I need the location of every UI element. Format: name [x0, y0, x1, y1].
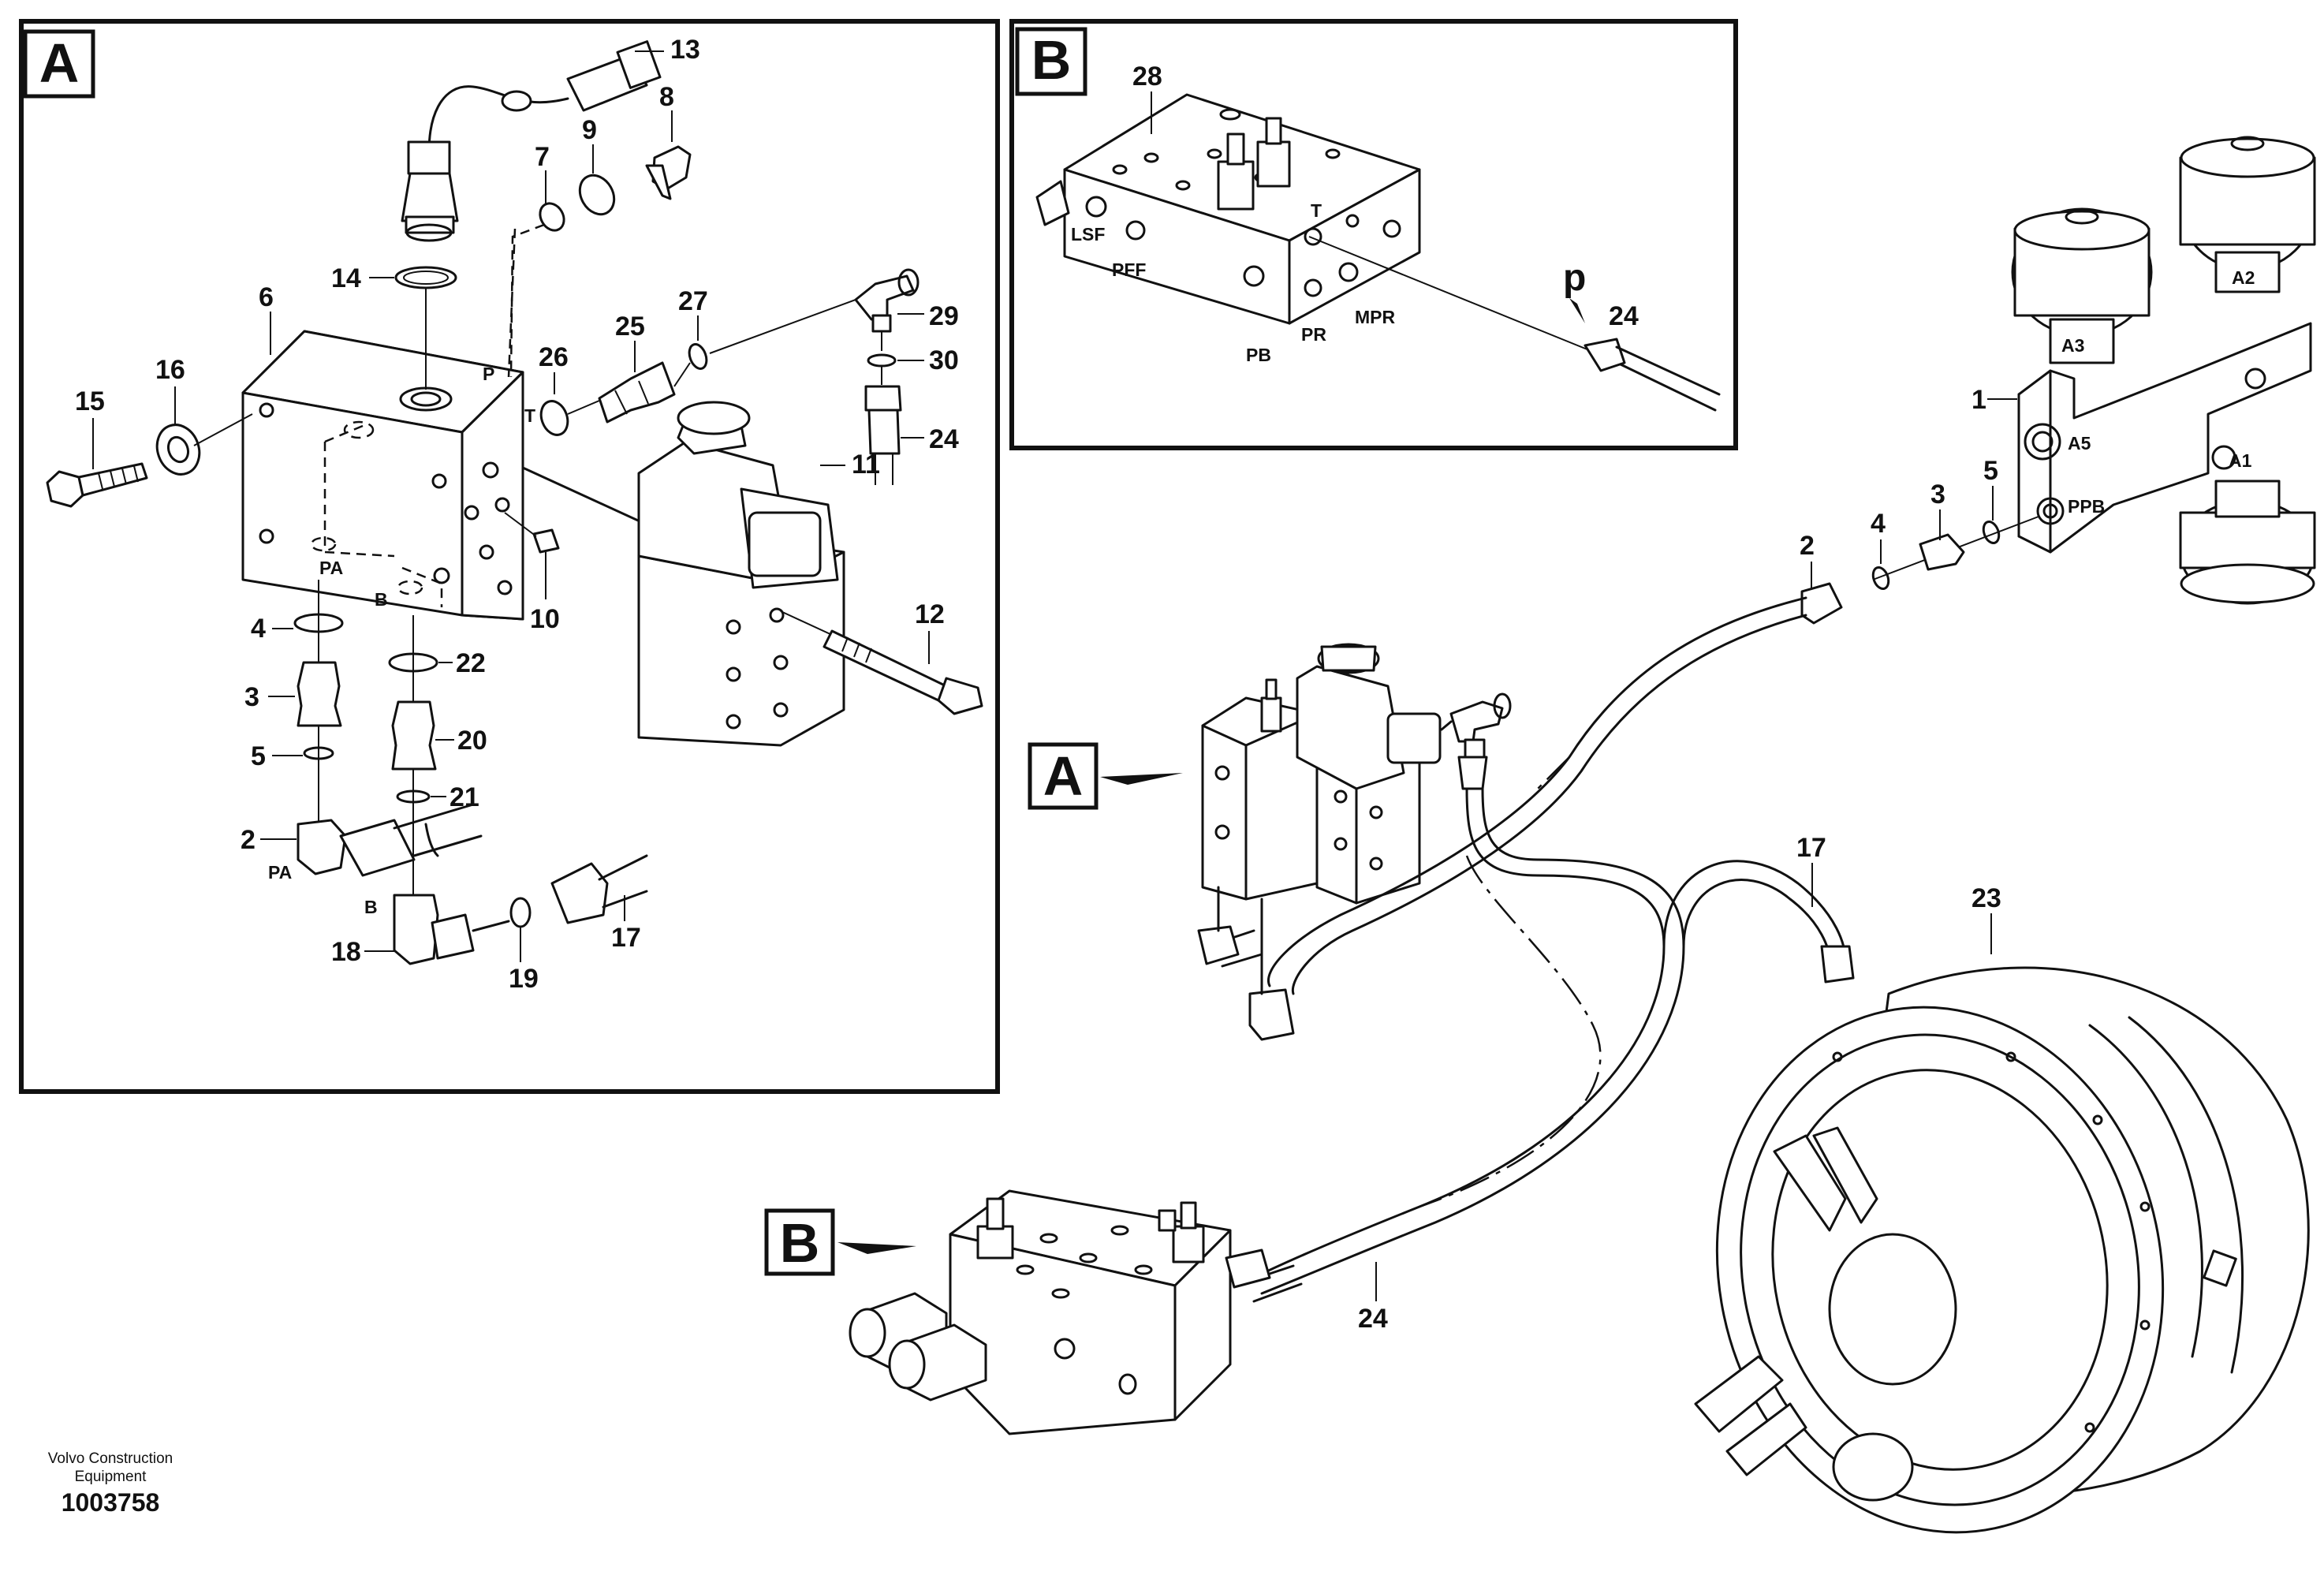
figure-number: 1003758 — [62, 1488, 160, 1517]
port-label-ppb: PPB — [2068, 496, 2105, 517]
callout-4: 4 — [251, 614, 266, 644]
b-fitting-stack — [388, 615, 648, 965]
port-label-a5: A5 — [2068, 433, 2091, 453]
port-label-pr: PR — [1301, 324, 1326, 345]
callout-3-main: 3 — [1930, 480, 1945, 509]
port-label-t-b: T — [1311, 200, 1322, 221]
accumulator-fittings — [1800, 516, 2039, 625]
pressure-sensor-13 — [401, 40, 662, 242]
bolt-15-washer-16 — [46, 413, 253, 508]
drive-motor-23 — [1694, 966, 2310, 1534]
screw-12 — [780, 610, 983, 715]
callout-18: 18 — [331, 937, 361, 967]
port-label-b: B — [375, 589, 388, 610]
port-label-a2: A2 — [2232, 267, 2255, 288]
o-ring-14 — [394, 266, 457, 289]
port-label-t: T — [524, 405, 535, 426]
callout-16: 16 — [155, 355, 185, 385]
callout-17: 17 — [611, 923, 641, 953]
callout-13: 13 — [670, 35, 700, 65]
callout-24-main: 24 — [1358, 1304, 1388, 1334]
callout-30: 30 — [929, 345, 959, 375]
main-solenoid-valve — [1201, 643, 1512, 905]
solenoid-valve-11 — [637, 401, 845, 747]
port-label-pff: PFF — [1112, 259, 1146, 280]
callout-23: 23 — [1971, 883, 2001, 913]
callout-12: 12 — [915, 599, 945, 629]
port-label-a1: A1 — [2229, 450, 2252, 471]
callout-8: 8 — [659, 82, 674, 112]
callout-15: 15 — [75, 386, 105, 416]
callout-26: 26 — [539, 342, 569, 372]
pointer-a-letter: A — [1043, 745, 1084, 807]
detail-b-panel: B — [1009, 19, 1738, 450]
callout-22: 22 — [456, 648, 486, 678]
main-callouts: 1 2 4 3 5 17 23 24 A3 A2 A5 A1 PPB — [1358, 267, 2255, 1334]
valve-block-28 — [1035, 93, 1721, 412]
detail-a-letter: A — [39, 32, 80, 94]
pointer-a: A — [1028, 742, 1183, 810]
callout-9: 9 — [582, 115, 597, 145]
callout-28: 28 — [1132, 62, 1162, 91]
pointer-b: B — [764, 1208, 916, 1276]
callout-27: 27 — [678, 286, 708, 316]
callout-17-main: 17 — [1796, 833, 1826, 863]
callout-5-main: 5 — [1983, 456, 1998, 486]
callout-21: 21 — [450, 782, 479, 812]
callout-24: 24 — [929, 424, 959, 454]
port-label-b-2: B — [364, 897, 378, 917]
callout-25: 25 — [615, 312, 645, 342]
detail-a-callouts: 13 8 9 7 14 6 16 15 26 25 27 29 30 — [75, 35, 959, 994]
callout-24-b: 24 — [1609, 301, 1639, 331]
fittings-25-26-27 — [539, 268, 920, 485]
plug-8-seal-9-seal-7 — [507, 145, 692, 378]
callout-3: 3 — [244, 682, 259, 712]
label-p: p — [1563, 257, 1586, 299]
callout-6: 6 — [259, 282, 274, 312]
port-label-pa: PA — [319, 558, 343, 578]
callout-5: 5 — [251, 741, 266, 771]
callout-14: 14 — [331, 263, 361, 293]
callout-1: 1 — [1971, 385, 1986, 415]
company-name-line-2: Equipment — [75, 1469, 147, 1485]
pointer-b-letter: B — [780, 1212, 820, 1274]
port-label-pa-2: PA — [268, 862, 292, 883]
plug-10 — [532, 528, 560, 554]
footer: Volvo Construction Equipment 1003758 — [48, 1450, 173, 1517]
port-label-p: P — [483, 364, 494, 384]
callout-19: 19 — [509, 964, 539, 994]
company-name-line-1: Volvo Construction — [48, 1450, 173, 1467]
accumulator-block-1 — [2011, 136, 2316, 605]
callout-11: 11 — [852, 450, 880, 480]
callout-10: 10 — [530, 604, 560, 634]
detail-a-panel: A — [19, 19, 1000, 1094]
valve-block-6 — [241, 330, 648, 621]
port-label-lsf: LSF — [1071, 224, 1105, 244]
callout-2-main: 2 — [1800, 531, 1815, 561]
callout-29: 29 — [929, 301, 959, 331]
callout-20: 20 — [457, 726, 487, 756]
main-valve-block-b — [849, 1189, 1271, 1435]
pa-fitting-stack — [293, 580, 483, 877]
port-label-pb: PB — [1246, 345, 1271, 365]
port-label-mpr: MPR — [1355, 307, 1396, 327]
detail-b-letter: B — [1031, 29, 1072, 91]
hoses-main — [1197, 596, 1855, 1303]
callout-2: 2 — [241, 825, 256, 855]
port-label-a3: A3 — [2061, 335, 2084, 356]
detail-b-callouts: 28 24 p LSF PFF T PB PR MPR — [1071, 62, 1639, 365]
callout-4-main: 4 — [1871, 509, 1886, 539]
callout-7: 7 — [535, 142, 550, 172]
